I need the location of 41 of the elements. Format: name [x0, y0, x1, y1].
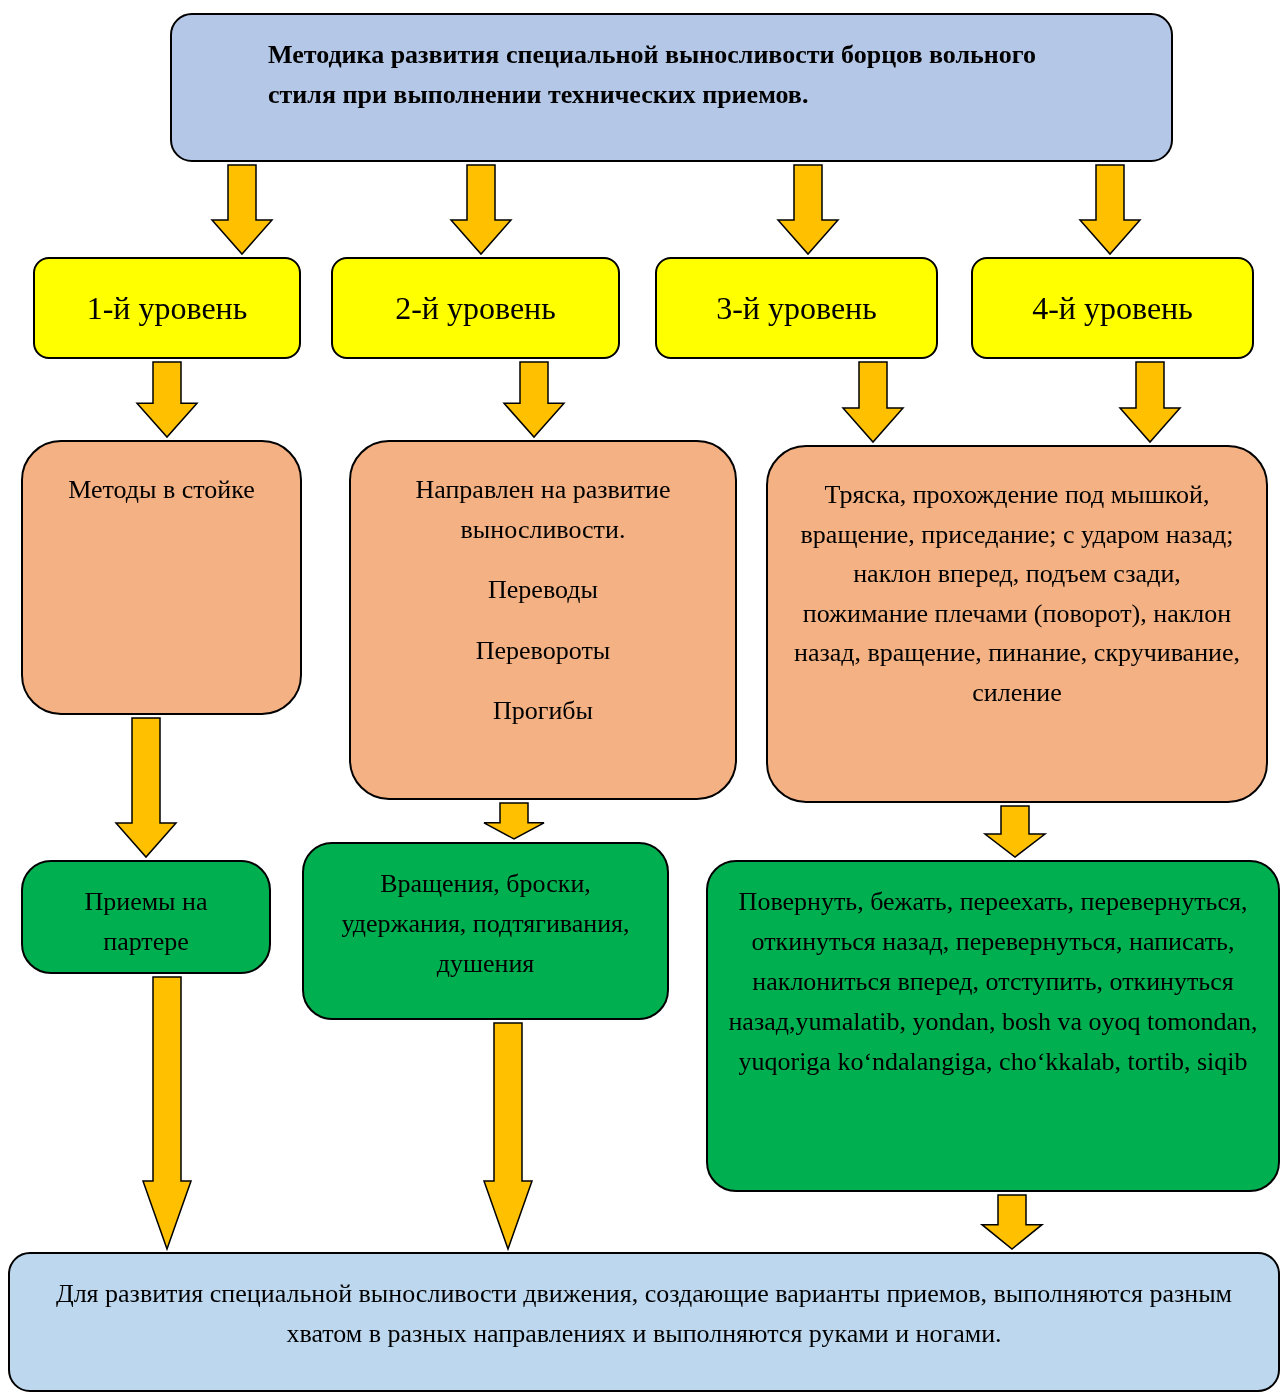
block-arrow: [1078, 164, 1142, 256]
title-box: [170, 13, 1173, 162]
node-text: Для развития специальной выносливости движения, создающие варианты приемов, выполняются разным хватом в разных направлениях и выполняются руками и ногами.: [54, 1278, 1234, 1350]
block-arrow: [979, 1194, 1045, 1250]
node-text: 4-й уровень: [1032, 289, 1193, 328]
summary-box: [8, 1252, 1280, 1392]
node-text: 1-й уровень: [86, 289, 248, 328]
block-arrow: [210, 164, 274, 256]
node-text: 3-й уровень: [716, 289, 877, 328]
block-arrow: [114, 717, 178, 859]
level-box: [33, 257, 301, 359]
process-box: [706, 860, 1280, 1192]
block-arrow: [141, 976, 193, 1252]
node-text: Методика развития специальной выносливости борцов вольного стиля при выполнении технических приемов.: [268, 39, 1037, 111]
process-box: [349, 440, 737, 800]
block-arrow: [982, 805, 1048, 858]
process-box: [302, 842, 669, 1020]
process-box: [21, 860, 271, 974]
node-text: Перевороты: [475, 634, 611, 667]
block-arrow: [1118, 361, 1182, 444]
level-box: [655, 257, 938, 359]
level-box: [971, 257, 1254, 359]
block-arrow: [482, 1022, 534, 1252]
block-arrow: [841, 361, 905, 444]
node-text: Методы в стойке: [68, 474, 255, 506]
block-arrow: [483, 802, 545, 840]
node-text: Вращения, броски, удержания, подтягивания, душения: [340, 868, 631, 980]
block-arrow: [135, 361, 199, 439]
block-arrow: [502, 361, 566, 439]
node-text: Приемы на партере: [83, 886, 209, 958]
block-arrow: [776, 164, 840, 256]
node-text: Переводы: [488, 574, 598, 606]
process-box: [21, 440, 302, 715]
block-arrow: [449, 164, 513, 256]
level-box: [331, 257, 620, 359]
process-box: [766, 445, 1268, 803]
node-text: Повернуть, бежать, переехать, перевернуться, откинуться назад, перевернуться, написать, наклониться вперед, отступить, откинуться назад,yumalatib, yondan, bosh va oyoq tomondan, yuqoriga ko‘ndalangiga, cho‘kkalab, tortib, siqib: [727, 886, 1259, 1078]
node-text: Направлен на развитие выносливости.: [414, 474, 672, 546]
node-text: 2-й уровень: [395, 289, 556, 328]
node-text: Прогибы: [492, 695, 594, 727]
node-text: Тряска, прохождение под мышкой, вращение, приседание; с ударом назад; наклон вперед, подъем сзади, пожимание плечами (поворот), наклон назад, вращение, пинание, скручивание, силение: [792, 479, 1242, 709]
